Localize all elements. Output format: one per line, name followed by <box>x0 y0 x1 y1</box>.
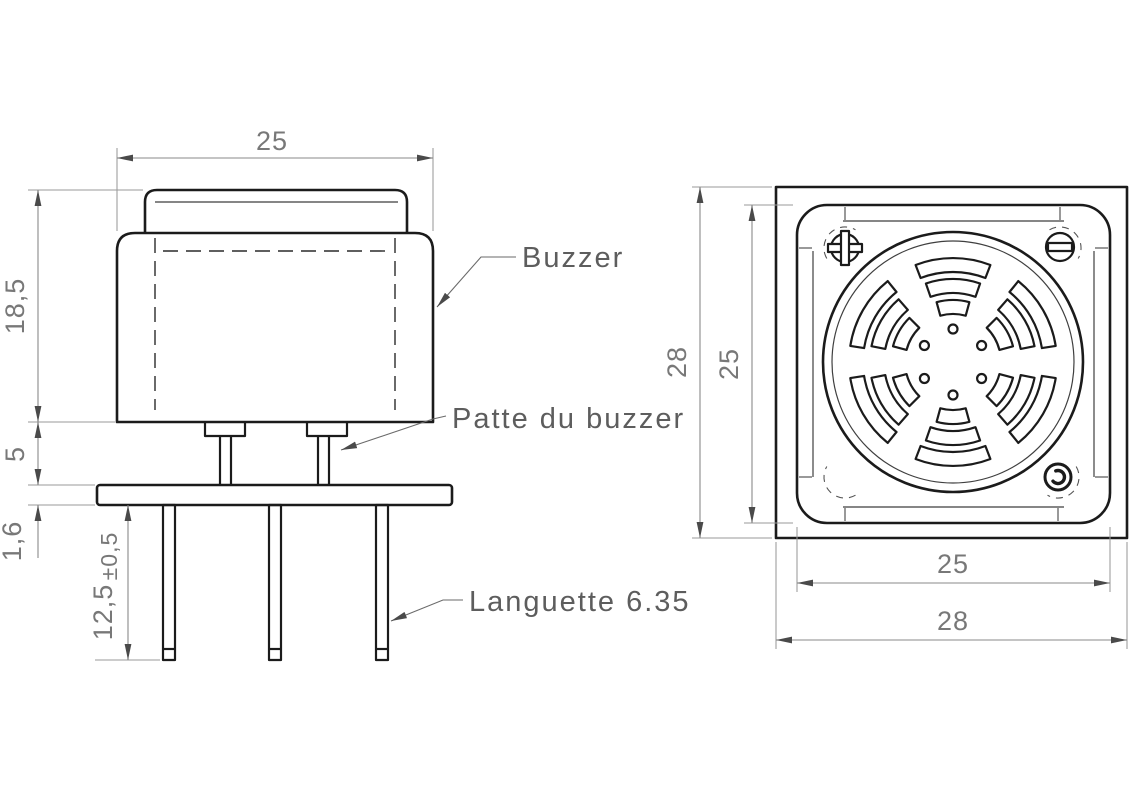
front-construction-lines <box>799 207 1108 521</box>
grille-slot <box>891 316 921 351</box>
terminal-tabs <box>161 503 390 662</box>
dim-front-outer-height: 28 <box>662 186 772 539</box>
dim-leg-height: 5 <box>0 422 95 486</box>
grille-slot <box>997 374 1036 426</box>
grille-outer-circle <box>821 230 1085 494</box>
grille-slot <box>985 316 1015 351</box>
grille-slot <box>935 407 971 426</box>
dim-text-tab-length: 12,5 <box>88 584 118 641</box>
pcb-board <box>95 483 454 507</box>
grille-slot <box>985 373 1015 408</box>
body-outline <box>115 231 435 424</box>
dim-front-inner-width: 25 <box>796 527 1111 592</box>
grille-slot <box>935 298 971 317</box>
dim-text-front-inner-width: 25 <box>937 549 969 579</box>
front-inner-square <box>795 203 1112 525</box>
grille-slot <box>914 444 992 468</box>
dim-front-outer-width: 28 <box>775 542 1128 649</box>
right-leg-stub <box>305 422 349 438</box>
grille-slot <box>849 280 898 350</box>
dim-pcb-thickness: 1,6 <box>0 504 95 562</box>
lid-outline <box>143 188 409 233</box>
dim-text-front-outer-width: 28 <box>937 606 969 636</box>
phillips-screw-icon <box>826 229 864 267</box>
tab-middle <box>267 503 283 662</box>
side-view: 25 18,5 5 1,6 12,5 ±0,5 <box>0 126 691 662</box>
grille-slot <box>924 277 982 298</box>
dim-text-front-outer-height: 28 <box>662 346 692 378</box>
label-tab: Languette 6.35 <box>469 586 691 618</box>
callout-buzzer-leg: Patte du buzzer <box>340 403 685 451</box>
speaker-grille-icon <box>821 230 1085 494</box>
front-outer-square <box>774 185 1129 540</box>
grille-hole <box>975 372 988 385</box>
callout-tab: Languette 6.35 <box>390 586 691 622</box>
dim-text-leg-height: 5 <box>0 446 30 462</box>
dim-body-width: 25 <box>116 126 434 231</box>
grille-hole <box>947 323 959 335</box>
front-view: 28 25 25 28 <box>662 185 1129 649</box>
grille-slot <box>914 256 992 280</box>
tab-left <box>161 503 177 662</box>
dim-tab-length: 12,5 ±0,5 <box>88 505 160 661</box>
grille-hole <box>975 339 988 352</box>
slotted-screw-icon <box>1044 231 1076 263</box>
grille-slots <box>849 256 1057 468</box>
grille-slot <box>997 298 1036 350</box>
grille-hole <box>918 372 931 385</box>
tab-right <box>374 503 390 662</box>
buzzer-lid <box>143 188 409 233</box>
dim-front-inner-height: 25 <box>714 204 793 524</box>
grille-slot <box>924 426 982 447</box>
grille-slot <box>849 374 898 444</box>
buzzer-legs <box>203 422 349 485</box>
grille-slot <box>1008 374 1057 444</box>
dim-text-body-width: 25 <box>256 126 288 156</box>
left-leg-stub <box>203 422 247 438</box>
clip-icon <box>1043 462 1073 492</box>
grille-hole <box>947 389 959 401</box>
buzzer-body <box>115 231 435 424</box>
dim-text-pcb-thickness: 1,6 <box>0 521 27 562</box>
dim-body-height: 18,5 <box>0 189 143 423</box>
dim-text-front-inner-height: 25 <box>714 348 744 380</box>
grille-slot <box>1008 280 1057 350</box>
grille-slot <box>870 298 909 350</box>
callout-buzzer: Buzzer <box>436 242 624 308</box>
label-buzzer-leg: Patte du buzzer <box>452 403 685 435</box>
dim-text-tab-tolerance: ±0,5 <box>96 532 122 581</box>
grille-slot <box>870 374 909 426</box>
label-buzzer: Buzzer <box>522 242 624 274</box>
grille-inner-circle <box>831 240 1075 484</box>
dim-text-body-height: 18,5 <box>0 278 30 335</box>
grille-holes <box>918 323 988 401</box>
grille-hole <box>918 339 931 352</box>
grille-slot <box>891 373 921 408</box>
